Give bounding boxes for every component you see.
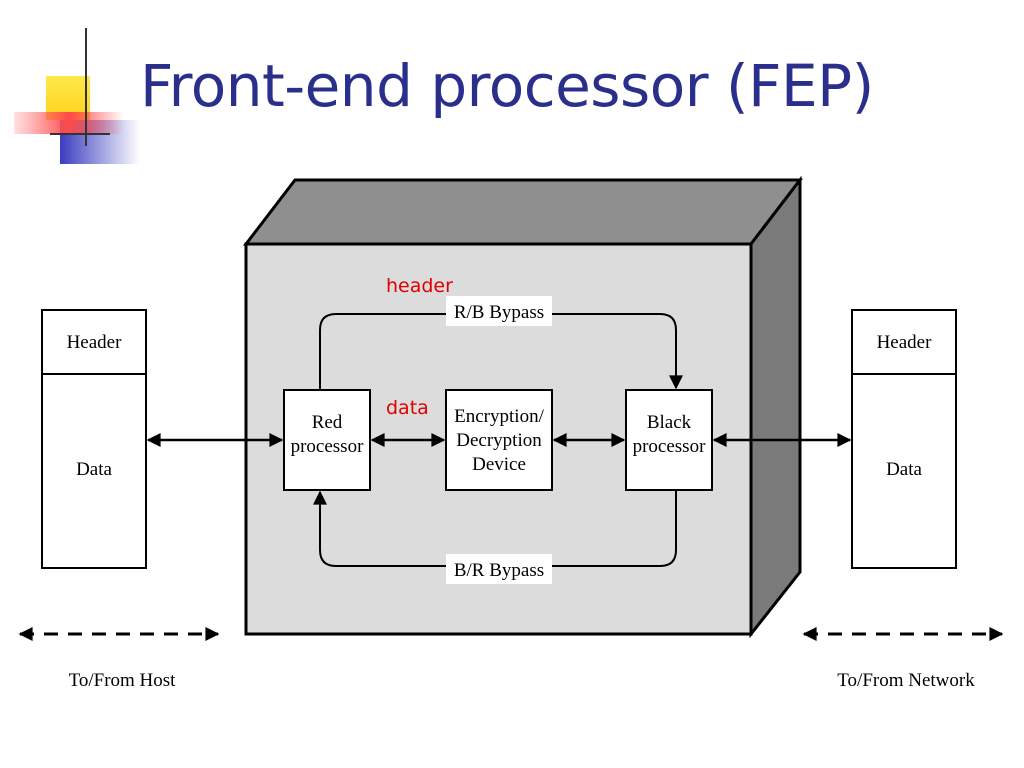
red-processor: Red processor (283, 389, 371, 491)
encryption-device-label-line1: Encryption/ (454, 406, 544, 427)
black-processor-box (625, 389, 713, 491)
host-packet-box (41, 309, 147, 569)
host-packet-data: Data (76, 459, 112, 480)
encryption-device-label-line2: Decryption (456, 430, 542, 451)
network-packet-box (851, 309, 957, 569)
network-packet-data: Data (886, 459, 922, 480)
annotation-header: header (386, 275, 453, 297)
enclosure-side-face (749, 175, 802, 639)
host-caption: To/From Host (69, 670, 177, 691)
enclosure-top-face (242, 178, 804, 246)
network-caption: To/From Network (837, 670, 975, 691)
br-bypass-label: B/R Bypass (454, 560, 544, 581)
red-processor-label-line1: Red (312, 412, 343, 433)
host-packet: Header Data (41, 309, 147, 569)
black-processor-label-line1: Black (647, 412, 692, 433)
black-processor-label-line2: processor (633, 436, 706, 457)
encryption-device-box (445, 389, 553, 491)
network-packet-header: Header (877, 332, 933, 353)
encryption-device: Encryption/ Decryption Device (445, 389, 553, 491)
red-processor-label-line2: processor (291, 436, 364, 457)
corner-accent-graphic (14, 28, 140, 164)
black-processor: Black processor (625, 389, 713, 491)
host-packet-header: Header (67, 332, 123, 353)
rb-bypass-label: R/B Bypass (454, 302, 544, 323)
network-packet: Header Data (851, 309, 957, 569)
red-processor-box (283, 389, 371, 491)
encryption-device-label-line3: Device (472, 454, 526, 475)
annotation-data: data (386, 397, 429, 419)
slide-title: Front-end processor (FEP) (140, 52, 874, 120)
